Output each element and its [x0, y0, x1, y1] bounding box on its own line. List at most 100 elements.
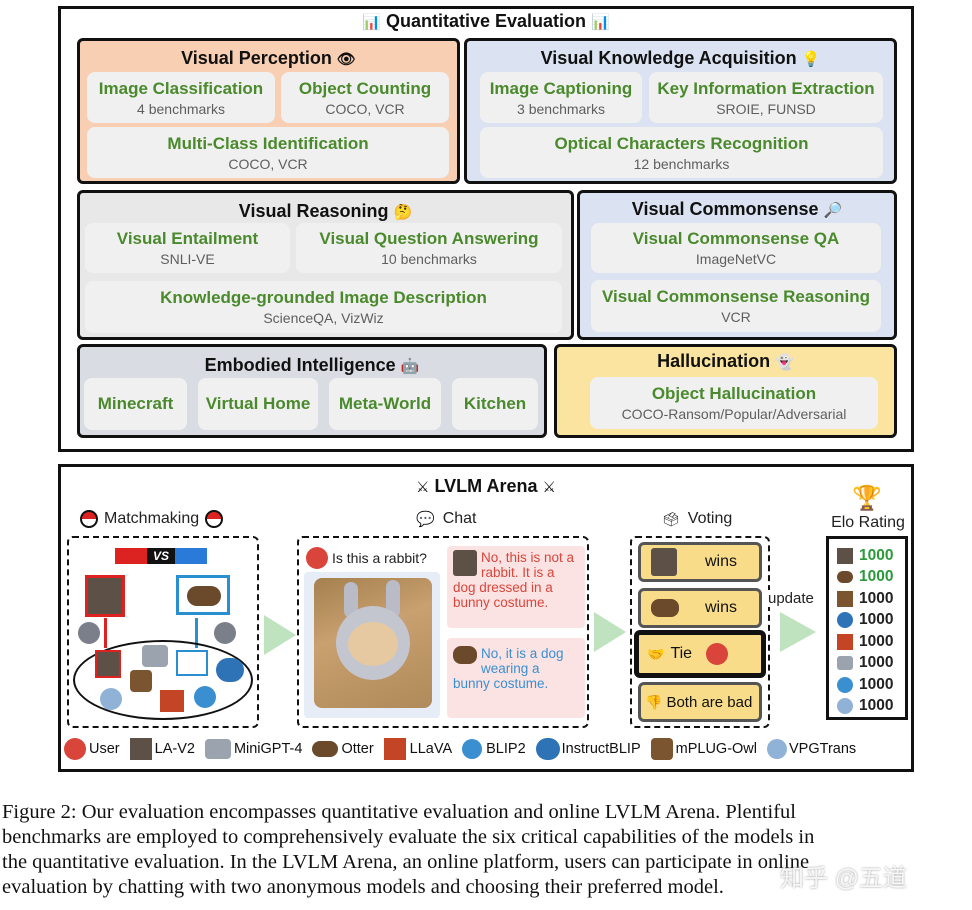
virtual-home-card: Virtual Home: [198, 378, 318, 430]
embodied-intelligence-title: Embodied Intelligence 🤖: [204, 355, 420, 376]
llava-icon: [837, 633, 853, 650]
dog-in-bunny-costume-image: [314, 578, 432, 708]
caption-line: evaluation by chatting with two anonymou…: [2, 876, 724, 898]
visual-perception-panel: Visual Perception 👁 Image Classification…: [77, 38, 460, 184]
bar-chart-icon: 📊: [591, 14, 610, 32]
embodied-intelligence-panel: Embodied Intelligence 🤖 Minecraft Virtua…: [77, 344, 547, 438]
caption-line: Figure 2: Our evaluation encompasses qua…: [2, 801, 797, 823]
blue-arrow: [195, 618, 198, 648]
user-avatar-icon: [306, 547, 328, 569]
trophy-icon: 🏆: [852, 485, 882, 512]
pokeball-icon: [80, 510, 98, 528]
pool-model-instructblip: [216, 658, 244, 682]
elo-row: 1000: [837, 610, 905, 632]
elo-row: 1000: [837, 653, 905, 675]
visual-reasoning-panel: Visual Reasoning 🤔 Visual Entailment SNL…: [77, 190, 574, 340]
elo-row: 1000: [837, 674, 905, 696]
ballot-box-icon: 🗳: [662, 510, 680, 527]
magnifier-icon: 🔎: [823, 202, 843, 220]
elo-row: 1000: [837, 696, 905, 718]
blip2-icon: [837, 676, 853, 693]
chat-label: 💬 Chat: [416, 510, 477, 528]
matchmaking-label: Matchmaking: [80, 510, 255, 528]
legend-item-vpgtrans: VPGTrans: [767, 739, 856, 759]
voting-label: 🗳 Voting: [662, 510, 733, 527]
chat-question: Is this a rabbit?: [306, 547, 446, 569]
instructblip-icon: [837, 612, 853, 629]
visual-commonsense-qa-card: Visual Commonsense QA ImageNetVC: [591, 223, 881, 273]
llava-icon: [383, 738, 406, 760]
red-arrow: [104, 618, 107, 648]
chat-box: [297, 536, 589, 728]
hallucination-panel: Hallucination 👻 Object Hallucination COC…: [554, 344, 897, 438]
elo-row: 1000: [837, 545, 905, 567]
legend-item-minigpt4: MiniGPT-4: [204, 739, 302, 759]
model-a-icon: [651, 548, 677, 576]
image-classification-card: Image Classification 4 benchmarks: [87, 72, 275, 123]
legend-item-instructblip: InstructBLIP: [535, 738, 641, 760]
elo-row: 1000: [837, 631, 905, 653]
vs-banner: VS: [115, 548, 207, 564]
quantitative-evaluation-frame: [58, 6, 914, 452]
minecraft-card: Minecraft: [84, 378, 187, 430]
legend-item-otter: Otter: [312, 741, 374, 757]
object-hallucination-card: Object Hallucination COCO-Ransom/Popular…: [590, 377, 878, 429]
eye-icon: 👁: [336, 51, 356, 69]
visual-perception-title: Visual Perception 👁: [181, 48, 356, 69]
model-pool-ellipse: [73, 640, 253, 720]
answer-b-bubble: No, it is a dog wearing a bunny costume.: [447, 638, 585, 718]
vote-model-a-wins-button[interactable]: wins: [638, 542, 762, 582]
pacman-right-icon: [214, 622, 236, 644]
vote-tie-button[interactable]: 🤝 Tie: [634, 630, 766, 678]
la-v2-icon: [837, 547, 853, 564]
pool-model-vpgtrans: [100, 688, 122, 710]
meta-world-card: Meta-World: [329, 378, 441, 430]
vote-both-bad-button[interactable]: 👎 Both are bad: [638, 682, 762, 722]
lightbulb-icon: 💡: [801, 51, 821, 69]
pokeball-icon: [205, 510, 224, 528]
visual-question-answering-card: Visual Question Answering 10 benchmarks: [296, 223, 562, 273]
visual-knowledge-title: Visual Knowledge Acquisition 💡: [540, 48, 821, 69]
vpgtrans-icon: [837, 698, 853, 715]
elo-row: 1000: [837, 588, 905, 610]
blip2-icon: [462, 739, 483, 759]
pool-model-otter: [176, 650, 208, 676]
pool-model-llava: [160, 690, 184, 712]
legend-item-llava: LLaVA: [383, 738, 452, 760]
flow-arrow-3: [780, 612, 816, 652]
answer-a-bubble: No, this is not a rabbit. It is a dog dr…: [447, 546, 585, 628]
crossed-swords-icon: ⚔: [416, 479, 430, 497]
elo-rating-box: 1000 1000 1000 1000 1000 1000 1000 1000: [826, 536, 908, 720]
lvlm-arena-frame: [58, 464, 914, 772]
multi-class-identification-card: Multi-Class Identification COCO, VCR: [87, 127, 449, 178]
instructblip-icon: [535, 738, 560, 760]
vote-model-b-wins-button[interactable]: wins: [638, 588, 762, 628]
lvlm-arena-title: ⚔ LVLM Arena ⚔: [416, 476, 556, 497]
model-b-icon: [651, 599, 679, 617]
pool-model-minigpt4: [142, 645, 168, 667]
caption-line: benchmarks are employed to comprehensive…: [2, 826, 815, 848]
flow-arrow-1: [264, 615, 296, 655]
elo-row: 1000: [837, 567, 905, 589]
legend-item-blip2: BLIP2: [462, 739, 526, 759]
thinking-icon: 🤔: [393, 204, 413, 222]
la-v2-icon: [129, 738, 152, 760]
key-information-extraction-card: Key Information Extraction SROIE, FUNSD: [649, 72, 883, 123]
pacman-left-icon: [78, 622, 100, 644]
mplug-owl-icon: [650, 738, 673, 760]
ocr-card: Optical Characters Recognition 12 benchm…: [480, 127, 883, 178]
knowledge-grounded-description-card: Knowledge-grounded Image Description Sci…: [85, 281, 562, 333]
model-a-avatar: [85, 575, 125, 617]
elo-rating-label: Elo Rating: [831, 514, 905, 531]
pool-model-mplug-owl: [130, 670, 152, 692]
legend-item-mplug-owl: mPLUG-Owl: [650, 738, 757, 760]
bar-chart-icon: 📊: [362, 14, 381, 32]
legend-item-user: User: [64, 738, 120, 760]
user-avatar-icon: [706, 643, 729, 665]
ghost-icon: 👻: [775, 354, 794, 372]
thumbs-down-icon: 👎: [645, 693, 663, 710]
model-a-icon: [453, 550, 477, 576]
kitchen-card: Kitchen: [452, 378, 538, 430]
visual-commonsense-reasoning-card: Visual Commonsense Reasoning VCR: [591, 280, 881, 332]
handshake-icon: 🤝: [647, 645, 665, 662]
